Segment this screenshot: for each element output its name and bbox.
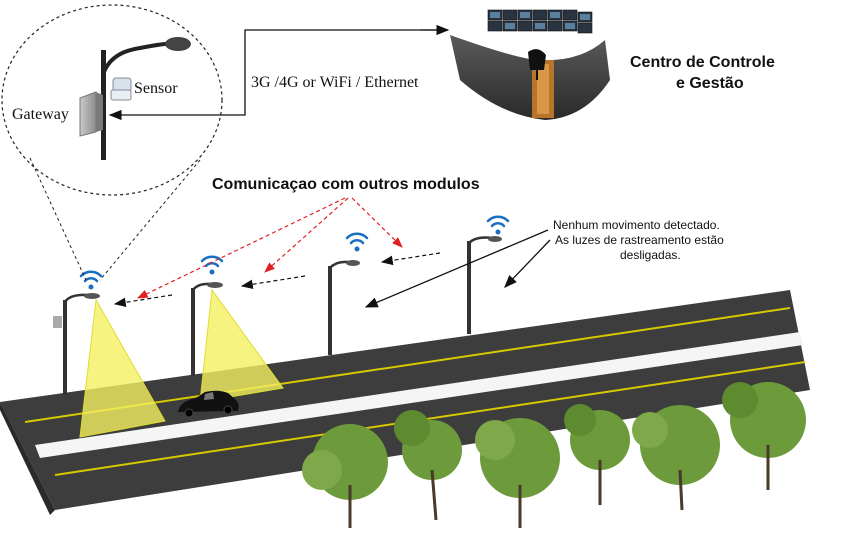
link-arrow xyxy=(108,29,445,121)
status-note-line2: As luzes de rastreamento estão xyxy=(555,233,724,247)
wifi-icon xyxy=(79,270,103,290)
streetlight-icon xyxy=(328,260,360,355)
sensor-label: Sensor xyxy=(134,80,178,97)
camera-icon xyxy=(110,77,132,101)
road-median xyxy=(35,332,803,458)
gateway-box xyxy=(53,316,62,328)
status-arrow xyxy=(364,229,549,308)
streetlight-icon xyxy=(101,37,191,160)
status-arrow xyxy=(504,239,551,288)
comm-arrow-red xyxy=(351,197,403,248)
status-note-line3: desligadas. xyxy=(620,248,681,262)
wifi-icon xyxy=(486,215,510,235)
lane-line xyxy=(54,361,806,476)
zoom-connector xyxy=(99,159,201,281)
gateway-box xyxy=(79,91,103,137)
comm-arrow-red xyxy=(264,197,349,273)
streetlight-icon xyxy=(191,282,223,376)
comm-arrow xyxy=(240,275,306,290)
communication-label: Comunicaçao com outros modulos xyxy=(212,176,480,193)
link-label: 3G /4G or WiFi / Ethernet xyxy=(251,74,419,91)
gateway-label: Gateway xyxy=(12,106,69,123)
tree-icon xyxy=(302,382,806,528)
light-cone xyxy=(199,288,284,403)
comm-arrow-red xyxy=(136,197,346,299)
comm-arrow xyxy=(113,294,173,308)
zoom-connector xyxy=(29,157,87,281)
streetlight-icon xyxy=(53,293,100,395)
control-center-title-2: e Gestão xyxy=(676,75,744,92)
wifi-icon xyxy=(345,232,369,252)
car-icon xyxy=(178,390,239,418)
control-center-title-1: Centro de Controle xyxy=(630,54,775,71)
streetlight-icon xyxy=(467,236,502,334)
control-desk-icon xyxy=(450,9,610,120)
comm-arrow xyxy=(380,252,441,266)
light-cone xyxy=(79,298,166,438)
status-note-line1: Nenhum movimento detectado. xyxy=(553,218,720,232)
